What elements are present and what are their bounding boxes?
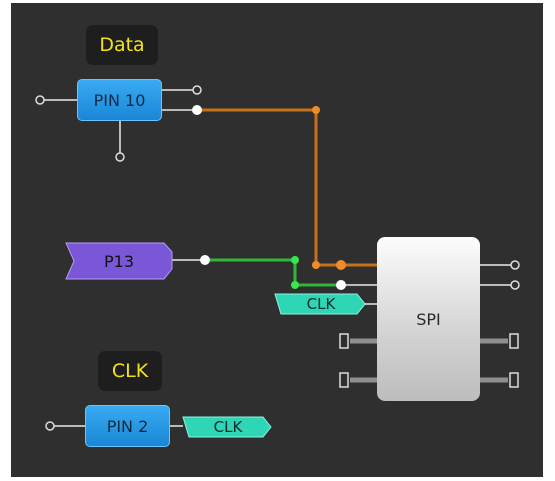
spi-right-port-4[interactable] (509, 372, 519, 388)
clk-tag-spi[interactable]: CLK (281, 294, 361, 314)
clk-tag-pin2-shape[interactable] (182, 416, 272, 438)
spi-output-port-1[interactable] (510, 260, 520, 270)
clk-tag-spi-shape[interactable] (274, 293, 366, 315)
clk-tag-spi-label: CLK (306, 295, 336, 313)
spi-input-port-1[interactable] (336, 260, 346, 270)
clk-label-text: CLK (111, 360, 149, 382)
spi-right-port-3[interactable] (509, 333, 519, 349)
data-label-text: Data (99, 34, 145, 56)
wire-junction (312, 261, 320, 269)
spi-label: SPI (416, 309, 441, 329)
spi-block[interactable]: SPI (377, 237, 480, 401)
wire-junction (291, 256, 299, 264)
p13-tag-shape[interactable] (65, 242, 173, 280)
pin10-output-port[interactable] (192, 105, 202, 115)
orange-wire[interactable] (197, 108, 378, 267)
spi-input-port-2[interactable] (336, 280, 346, 290)
pin10-label: PIN 10 (93, 90, 146, 110)
data-label: Data (86, 25, 158, 65)
pin10-bottom-port[interactable] (115, 152, 125, 162)
p13-output-port[interactable] (200, 255, 210, 265)
spi-output-port-2[interactable] (510, 280, 520, 290)
spi-left-port-4[interactable] (339, 372, 349, 388)
pin10-left-port[interactable] (35, 95, 45, 105)
pin2-label: PIN 2 (106, 416, 149, 436)
p13-tag[interactable]: P13 (74, 243, 164, 279)
p13-label: P13 (103, 251, 134, 271)
wire-junction (291, 281, 299, 289)
pin10-top-right-port[interactable] (192, 85, 202, 95)
pin10-block[interactable]: PIN 10 (77, 79, 162, 121)
clk-tag-pin2-label: CLK (213, 418, 243, 436)
wire-junction (312, 106, 320, 114)
spi-left-port-3[interactable] (339, 333, 349, 349)
clk-tag-pin2[interactable]: CLK (189, 417, 267, 437)
clk-label: CLK (98, 351, 162, 391)
pin2-left-port[interactable] (45, 421, 55, 431)
pin2-block[interactable]: PIN 2 (85, 405, 170, 447)
